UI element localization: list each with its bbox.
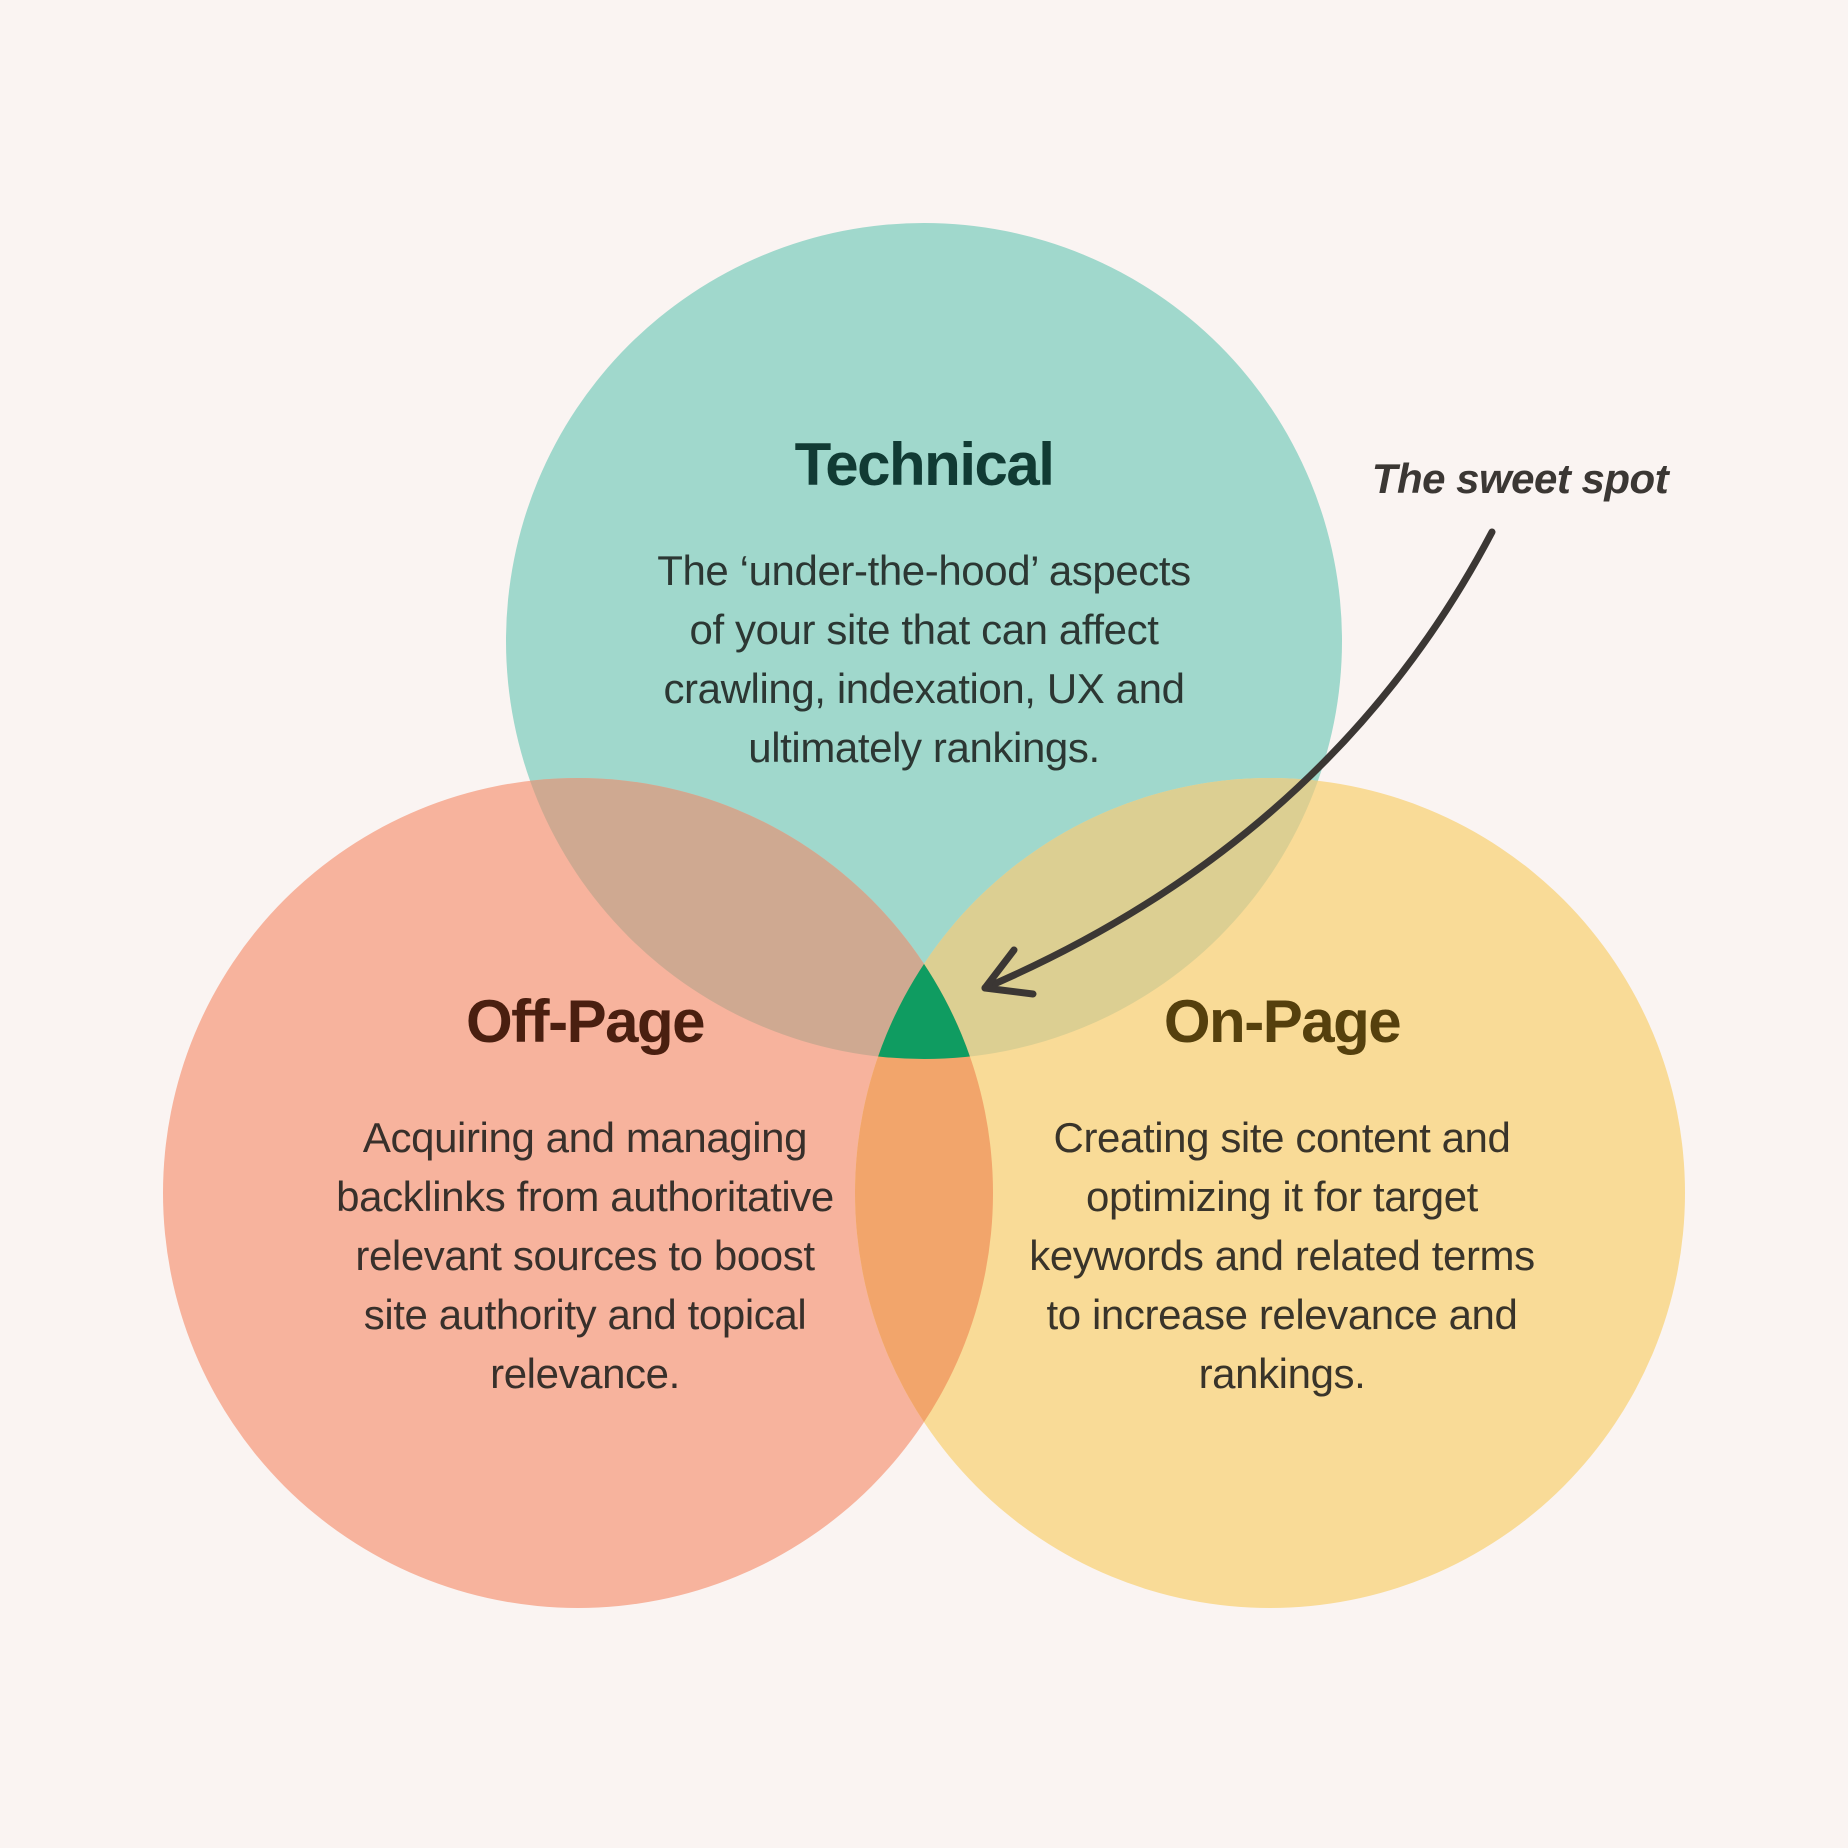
on-page-title: On-Page bbox=[1163, 988, 1402, 1055]
off-page-description-line: relevant sources to boost bbox=[355, 1232, 815, 1279]
technical-description-line: of your site that can affect bbox=[689, 606, 1159, 653]
sweet-spot-arrowhead-icon bbox=[981, 946, 1037, 998]
technical-description-line: ultimately rankings. bbox=[748, 724, 1100, 771]
sweet-spot-label: The sweet spot bbox=[1371, 455, 1669, 502]
on-page-description-line: rankings. bbox=[1198, 1350, 1366, 1397]
off-page-description-line: site authority and topical bbox=[363, 1291, 807, 1338]
on-page-description-line: keywords and related terms bbox=[1029, 1232, 1535, 1279]
technical-description: The ‘under-the-hood’ aspects of your sit… bbox=[594, 541, 1254, 777]
on-page-description-line: optimizing it for target bbox=[1086, 1173, 1478, 1220]
off-page-description: Acquiring and managing backlinks from au… bbox=[255, 1108, 915, 1403]
technical-title: Technical bbox=[794, 431, 1055, 498]
off-page-description-line: relevance. bbox=[490, 1350, 680, 1397]
technical-description-line: crawling, indexation, UX and bbox=[663, 665, 1185, 712]
off-page-description-line: backlinks from authoritative bbox=[336, 1173, 834, 1220]
off-page-description-line: Acquiring and managing bbox=[362, 1114, 808, 1161]
on-page-description-line: to increase relevance and bbox=[1046, 1291, 1518, 1338]
on-page-description: Creating site content and optimizing it … bbox=[952, 1108, 1612, 1403]
sweet-spot-arrow bbox=[981, 528, 1496, 992]
off-page-title: Off-Page bbox=[465, 988, 706, 1055]
technical-description-line: The ‘under-the-hood’ aspects bbox=[657, 547, 1191, 594]
on-page-description-line: Creating site content and bbox=[1053, 1114, 1511, 1161]
technical-onpage-overlap bbox=[855, 778, 1342, 1059]
technical-offpage-overlap bbox=[506, 778, 993, 1059]
